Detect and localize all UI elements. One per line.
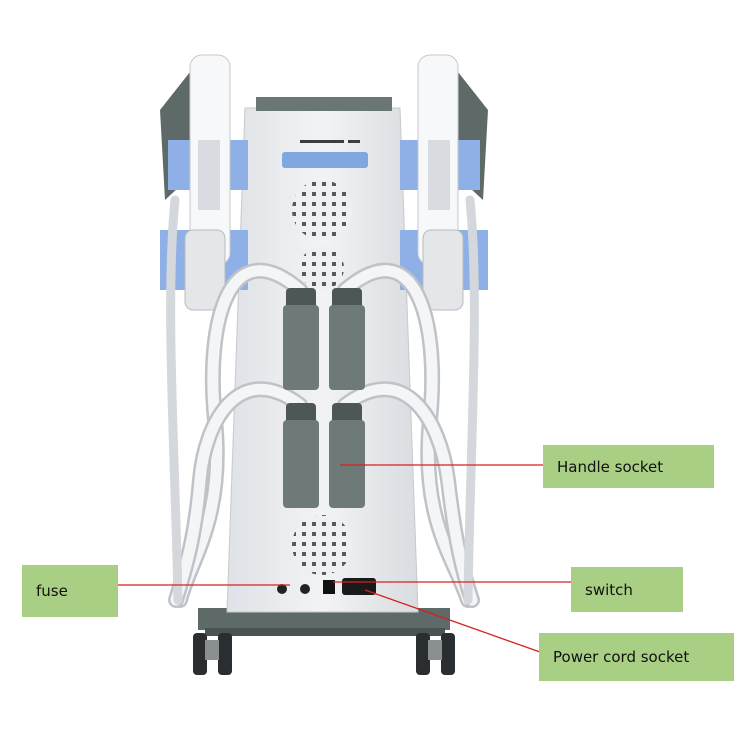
leader-line-power-cord-socket: [364, 589, 541, 653]
label-power-cord-socket-text: Power cord socket: [553, 648, 690, 666]
label-handle-socket-text: Handle socket: [557, 457, 664, 476]
fuse-holders: [277, 584, 310, 594]
cabinet: [226, 97, 419, 613]
label-power-cord-socket: Power cord socket: [539, 633, 734, 681]
label-handle-socket: Handle socket: [543, 445, 714, 488]
handle-hoses: [166, 195, 480, 608]
wheel-left: [193, 633, 232, 675]
handle-socket: [283, 403, 319, 508]
vent-grille-top: [292, 180, 352, 240]
label-fuse: fuse: [22, 565, 118, 617]
handle-socket: [283, 288, 319, 390]
wheel-right: [416, 633, 455, 675]
label-fuse-text: fuse: [36, 582, 68, 600]
handle-socket-group: [283, 288, 365, 508]
label-switch: switch: [571, 567, 683, 612]
vent-grille-middle: [300, 246, 344, 290]
display-strip: [282, 152, 368, 168]
vent-grille-bottom: [292, 515, 352, 575]
leader-lines: [117, 464, 572, 653]
base-cart: [193, 608, 455, 675]
handle-socket: [329, 403, 365, 508]
side-holder-right: [400, 54, 488, 311]
switch-control[interactable]: [323, 580, 335, 594]
handle-socket: [329, 288, 365, 390]
label-switch-text: switch: [585, 580, 633, 599]
